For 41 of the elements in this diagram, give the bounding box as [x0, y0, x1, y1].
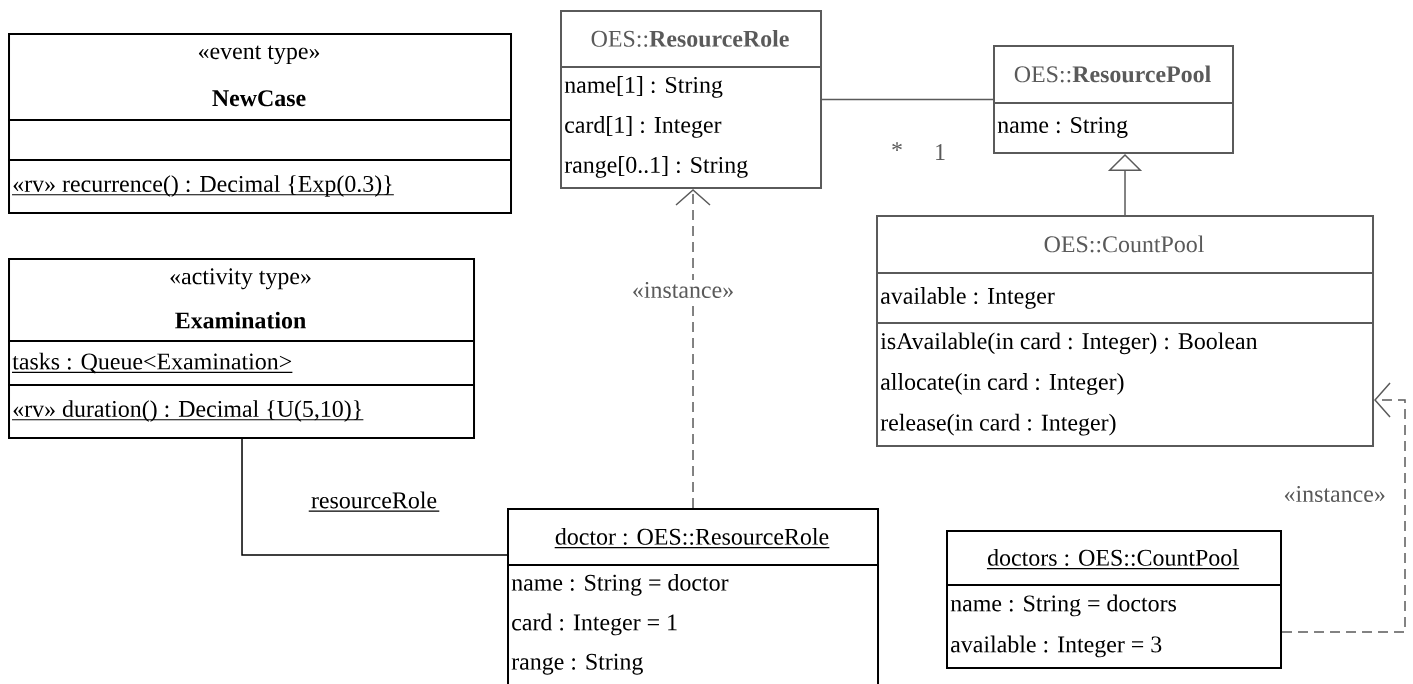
member-text: allocate(in card : Integer) [881, 373, 1124, 395]
class-box [992, 45, 1234, 154]
multiplicity-label: * [892, 142, 902, 151]
class-box [559, 10, 822, 189]
member-text: name : String [997, 117, 1128, 138]
arrow [1281, 382, 1406, 633]
stereotype: «event type» [198, 45, 320, 65]
class-name: NewCase [212, 90, 306, 107]
connector-line [241, 436, 508, 556]
class-box [7, 33, 512, 214]
class-box [875, 215, 1374, 447]
connector-line [821, 98, 994, 101]
class-box [945, 530, 1282, 669]
member-text: isAvailable(in card : Integer) : Boolean [880, 332, 1258, 355]
member-text: name : String = doctors [950, 594, 1176, 617]
member-text: card[1] : Integer [565, 116, 722, 138]
multiplicity-label: 1 [936, 144, 945, 160]
edge-label: «instance» [1281, 483, 1388, 505]
class-name: OES::ResourceRole [591, 30, 789, 47]
member-text: «rv» recurrence() : Decimal {Exp(0.3)} [11, 175, 395, 197]
member-text: tasks : Queue<Examination> [11, 352, 293, 374]
class-name: Examination [175, 311, 306, 329]
edge-label: «instance» [629, 279, 737, 301]
class-box [7, 258, 475, 439]
class-name: doctors : OES::CountPool [986, 549, 1240, 570]
class-box [506, 508, 879, 684]
class-name: OES::ResourcePool [1014, 65, 1211, 83]
member-text: range[0..1] : String [564, 156, 748, 178]
stereotype: «activity type» [170, 268, 311, 290]
member-text: card : Integer = 1 [512, 613, 677, 636]
member-text: name[1] : String [564, 76, 723, 98]
member-text: range : String [511, 653, 643, 675]
member-text: available : Integer [881, 287, 1055, 309]
class-name: doctor : OES::ResourceRole [554, 528, 830, 549]
class-name: OES::CountPool [1044, 235, 1204, 253]
edge-label: resourceRole [308, 489, 440, 512]
member-text: release(in card : Integer) [880, 413, 1116, 436]
member-text: available : Integer = 3 [951, 635, 1162, 658]
arrow [675, 189, 711, 509]
member-text: name : String = doctor [511, 573, 729, 596]
member-text: «rv» duration() : Decimal {U(5,10)} [11, 400, 364, 422]
